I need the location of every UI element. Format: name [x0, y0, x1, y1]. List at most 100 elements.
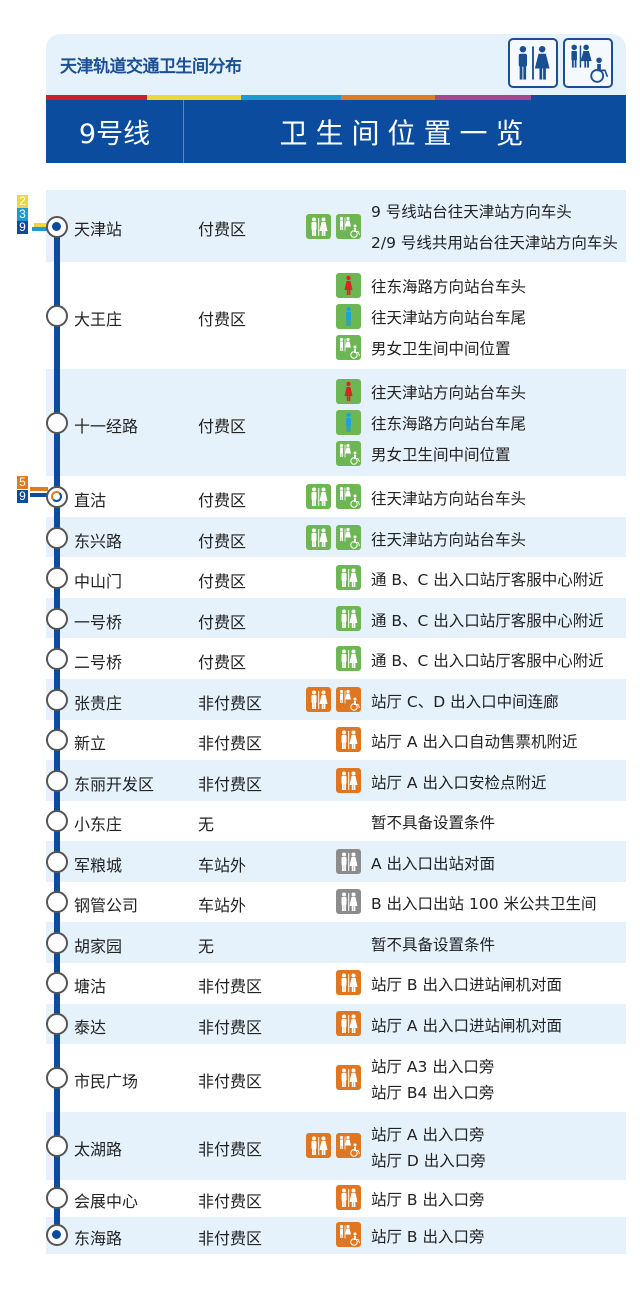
- transfer-badge-line-5: 5: [17, 476, 28, 489]
- accessible-restroom-icon: [336, 441, 361, 466]
- accessible-restroom-icon: [336, 214, 361, 239]
- restroom-location: 暂不具备设置条件: [371, 814, 496, 832]
- station-zone: 非付费区: [198, 1140, 263, 1159]
- station-zone: 非付费区: [198, 1018, 263, 1037]
- line-label: 9号线: [46, 100, 184, 163]
- station-zone: 付费区: [198, 532, 247, 551]
- transfer-arrow-icon: [30, 487, 48, 491]
- station-name: 直沽: [74, 491, 107, 510]
- accessible-restroom-icon: [336, 1222, 361, 1247]
- station-zone: 付费区: [198, 572, 247, 591]
- stripe-yellow: [147, 95, 241, 101]
- station-node: [46, 1067, 68, 1089]
- station-name: 一号桥: [74, 613, 123, 632]
- station-name: 东海路: [74, 1229, 123, 1248]
- station-node: [46, 648, 68, 670]
- stripe-blue: [531, 95, 626, 101]
- restroom-location: 站厅 D 出入口旁: [371, 1152, 486, 1170]
- restroom-location: 暂不具备设置条件: [371, 936, 496, 954]
- stripe-red: [46, 95, 147, 101]
- station-name: 钢管公司: [74, 896, 139, 915]
- female-restroom-icon: [336, 379, 361, 404]
- station-name: 中山门: [74, 572, 123, 591]
- station-node: [46, 932, 68, 954]
- restroom-location: 往东海路方向站台车尾: [371, 415, 527, 433]
- restroom-icon: [336, 646, 361, 671]
- station-zone: 付费区: [198, 310, 247, 329]
- station-name: 十一经路: [74, 417, 139, 436]
- station-node-terminal: [46, 1224, 68, 1246]
- station-zone: 车站外: [198, 856, 247, 875]
- stripe-orange: [341, 95, 435, 101]
- restroom-location: 往天津站方向站台车头: [371, 384, 527, 402]
- restroom-location: 站厅 A 出入口进站闸机对面: [371, 1017, 562, 1035]
- station-name: 东兴路: [74, 532, 123, 551]
- restroom-location: 通 B、C 出入口站厅客服中心附近: [371, 571, 604, 589]
- station-zone: 非付费区: [198, 734, 263, 753]
- restroom-icon: [306, 484, 331, 509]
- station-node: [46, 1135, 68, 1157]
- station-node: [46, 305, 68, 327]
- station-name: 太湖路: [74, 1140, 123, 1159]
- header-title: 天津轨道交通卫生间分布: [60, 57, 242, 77]
- station-name: 二号桥: [74, 653, 123, 672]
- station-zone: 非付费区: [198, 977, 263, 996]
- station-node: [46, 527, 68, 549]
- restroom-location: 往东海路方向站台车头: [371, 278, 527, 296]
- restroom-location: B 出入口出站 100 米公共卫生间: [371, 895, 597, 913]
- table-row: [46, 801, 626, 841]
- transfer-arrow-icon: [30, 493, 48, 497]
- restroom-location: 男女卫生间中间位置: [371, 340, 511, 358]
- station-name: 会展中心: [74, 1192, 139, 1211]
- station-zone: 无: [198, 937, 215, 956]
- restroom-icon: [306, 1133, 331, 1158]
- restroom-location: A 出入口出站对面: [371, 855, 496, 873]
- transfer-arrow-icon: [32, 227, 48, 231]
- header-band: 9号线 卫生间位置一览: [46, 100, 626, 163]
- restroom-location: 往天津站方向站台车头: [371, 531, 527, 549]
- station-zone: 非付费区: [198, 1229, 263, 1248]
- transfer-badge-line-2: 2: [17, 195, 28, 208]
- station-node-terminal: [46, 216, 68, 238]
- band-title: 卫生间位置一览: [279, 116, 532, 150]
- restroom-location: 站厅 B4 出入口旁: [371, 1084, 495, 1102]
- station-name: 胡家园: [74, 937, 123, 956]
- restroom-location: 通 B、C 出入口站厅客服中心附近: [371, 612, 604, 630]
- station-node-transfer: [46, 486, 68, 508]
- station-name: 大王庄: [74, 310, 123, 329]
- transfer-badge-line-9: 9: [17, 490, 28, 503]
- station-zone: 非付费区: [198, 1192, 263, 1211]
- restroom-icon: [336, 889, 361, 914]
- accessible-restroom-icon: [336, 687, 361, 712]
- restroom-icon: [336, 970, 361, 995]
- station-node: [46, 608, 68, 630]
- restroom-icon: [336, 565, 361, 590]
- restroom-location: 2/9 号线共用站台往天津站方向车头: [371, 234, 618, 252]
- station-name: 泰达: [74, 1018, 107, 1037]
- station-node: [46, 729, 68, 751]
- station-node: [46, 891, 68, 913]
- restroom-location: 往天津站方向站台车尾: [371, 309, 527, 327]
- station-node: [46, 689, 68, 711]
- station-zone: 付费区: [198, 491, 247, 510]
- station-zone: 非付费区: [198, 775, 263, 794]
- restroom-location: 站厅 B 出入口旁: [371, 1191, 485, 1209]
- transfer-badge-line-9: 9: [17, 221, 28, 234]
- station-node: [46, 567, 68, 589]
- restroom-location: 站厅 A3 出入口旁: [371, 1058, 495, 1076]
- restroom-location: 站厅 A 出入口安检点附近: [371, 774, 547, 792]
- station-name: 东丽开发区: [74, 775, 155, 794]
- transfer-arrow-icon: [34, 223, 48, 227]
- restroom-location: 往天津站方向站台车头: [371, 490, 527, 508]
- accessible-restroom-icon: [336, 335, 361, 360]
- transfer-ring-icon: [51, 491, 62, 502]
- restroom-location: 9 号线站台往天津站方向车头: [371, 203, 572, 221]
- station-name: 小东庄: [74, 815, 123, 834]
- station-zone: 付费区: [198, 653, 247, 672]
- restroom-location: 站厅 B 出入口进站闸机对面: [371, 976, 562, 994]
- restroom-icon: [336, 1185, 361, 1210]
- restroom-icon: [336, 727, 361, 752]
- restroom-icon: [508, 38, 558, 88]
- station-node: [46, 972, 68, 994]
- restroom-icon: [306, 687, 331, 712]
